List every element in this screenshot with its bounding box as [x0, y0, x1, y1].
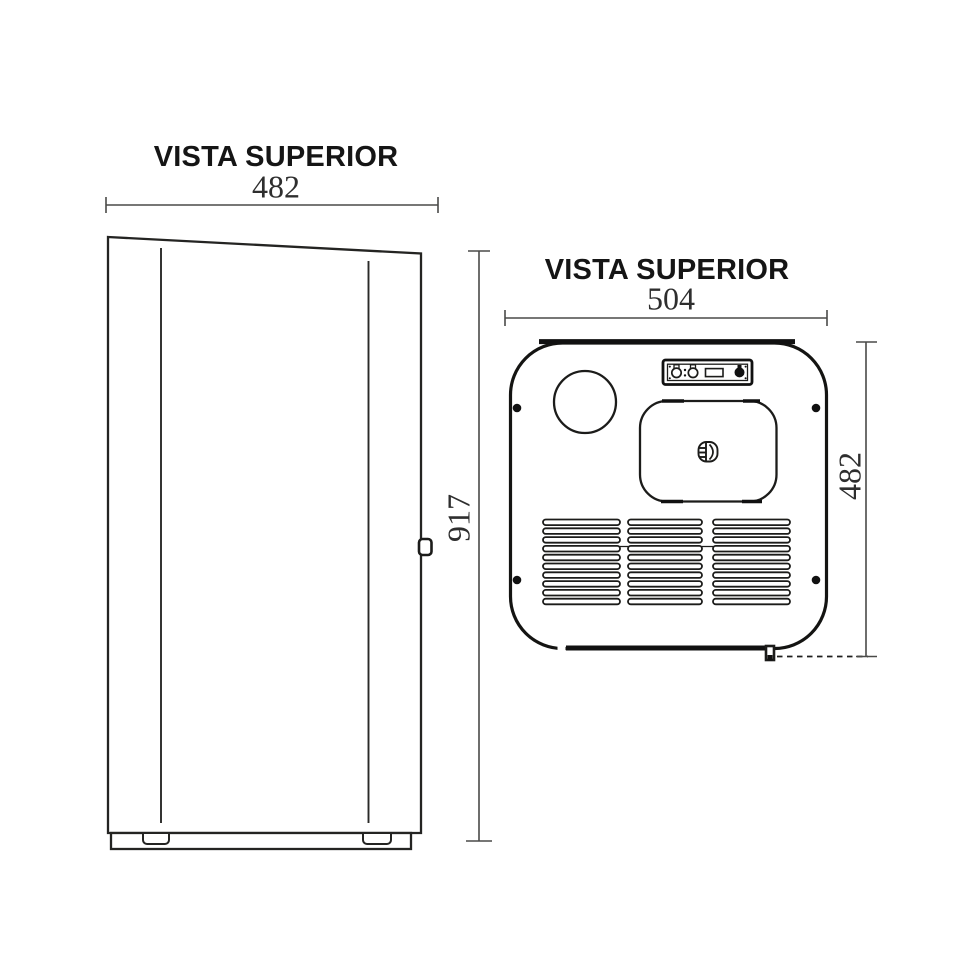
brand-logo-icon	[697, 441, 719, 463]
control-panel	[661, 358, 754, 386]
grille-slat	[627, 571, 703, 579]
right-view-title: VISTA SUPERIOR	[544, 254, 790, 286]
access-panel-tabs	[661, 399, 762, 504]
cabinet-foot-left	[142, 834, 170, 845]
cabinet-base-plate	[109, 831, 413, 851]
control-knob	[670, 367, 683, 379]
left-height-dimension	[466, 250, 492, 842]
left-width-dim-label: 482	[252, 168, 300, 205]
grille-slat	[712, 589, 791, 597]
access-panel-outline	[638, 399, 778, 503]
grille-slat	[712, 545, 791, 553]
cabinet-foot-right	[362, 834, 392, 845]
bezel-screws	[668, 365, 747, 380]
vent-grille	[542, 518, 791, 606]
grille-slat	[542, 527, 621, 535]
grille-slat	[627, 545, 703, 553]
grille-slat	[712, 580, 791, 588]
right-view-drawing	[504, 310, 877, 662]
grille-slat	[627, 527, 703, 535]
bottom-edge-notch	[557, 644, 566, 653]
screw-icon	[811, 403, 821, 413]
access-panel	[638, 399, 778, 504]
grille-slat	[712, 562, 791, 570]
grille-slat	[712, 597, 791, 606]
grille-slat	[542, 580, 621, 588]
right-height-dimension	[856, 341, 877, 658]
grille-slat	[542, 518, 621, 526]
grille-slat	[542, 536, 621, 544]
grille-slat	[712, 518, 791, 526]
knob-stem	[737, 365, 742, 369]
vent-hole	[552, 369, 618, 435]
grille-slat	[542, 571, 621, 579]
control-knob-dark	[734, 367, 745, 378]
grille-slat	[542, 597, 621, 606]
grille-slat	[542, 562, 621, 570]
grille-slat	[627, 597, 703, 606]
display-window	[704, 367, 724, 378]
grille-slat	[627, 580, 703, 588]
mounting-screws	[512, 403, 821, 585]
grille-slat	[627, 536, 703, 544]
side-latch	[417, 537, 433, 557]
grille-slat	[627, 562, 703, 570]
indicator-dot	[683, 368, 687, 372]
screw-icon	[512, 403, 522, 413]
grille-slat	[542, 589, 621, 597]
left-view-drawing	[105, 197, 492, 851]
drain-stub-tip	[767, 655, 773, 661]
grille-slat	[627, 518, 703, 526]
grille-slat	[627, 589, 703, 597]
cabinet-body-outline	[106, 235, 423, 835]
left-height-dim-label: 917	[440, 494, 477, 542]
grille-slat	[712, 536, 791, 544]
left-view-title: VISTA SUPERIOR	[153, 141, 399, 173]
grille-slat	[542, 553, 621, 562]
right-width-dim-label: 504	[647, 280, 695, 317]
right-height-dim-label: 482	[831, 452, 868, 500]
grille-slat	[712, 571, 791, 579]
grille-slat	[542, 545, 621, 553]
grille-slat	[712, 553, 791, 562]
screw-icon	[512, 575, 522, 585]
indicator-dot	[683, 374, 687, 377]
control-knob	[687, 367, 699, 379]
screw-icon	[811, 575, 821, 585]
grille-slat	[627, 553, 703, 562]
left-width-dimension	[105, 197, 439, 213]
right-width-dimension	[504, 310, 828, 326]
grille-slat	[712, 527, 791, 535]
